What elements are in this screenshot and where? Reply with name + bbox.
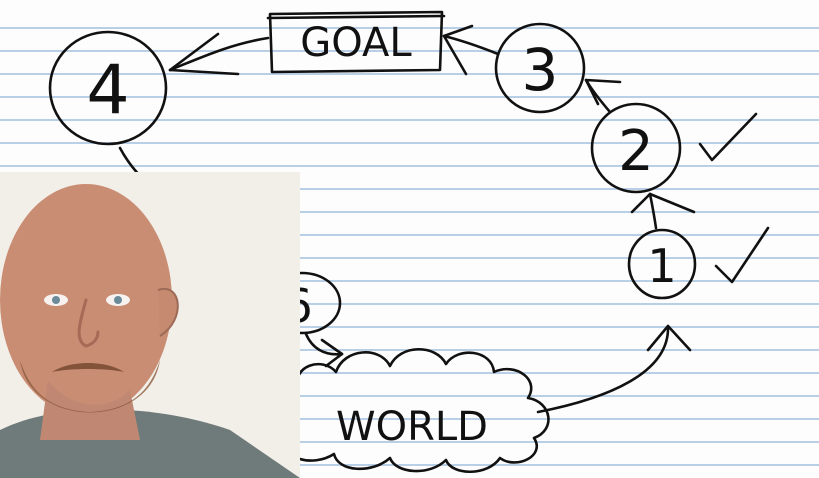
node-4: 4 [48, 30, 168, 146]
checkmark-node-2 [698, 112, 758, 162]
world-label: WORLD [336, 404, 488, 450]
presenter-mustache [52, 363, 124, 372]
node-2: 2 [590, 102, 682, 194]
node-3-label: 3 [522, 36, 559, 104]
arrow-goal-to-4 [168, 32, 270, 76]
arrow-2-to-3 [584, 78, 622, 114]
arrow-world-to-1 [536, 324, 692, 414]
world-cloud: WORLD [274, 347, 550, 473]
node-1: 1 [627, 228, 697, 300]
presenter-video-overlay [0, 172, 300, 478]
arrow-3-to-goal [442, 24, 500, 76]
presenter-ear [157, 287, 179, 337]
checkmark-node-1 [714, 226, 770, 284]
node-1-label: 1 [647, 239, 676, 293]
node-3: 3 [494, 22, 586, 114]
arrow-1-to-2 [630, 192, 696, 230]
presenter-nose [77, 298, 100, 348]
goal-label: GOAL [300, 20, 412, 66]
node-4-label: 4 [86, 51, 129, 130]
node-2-label: 2 [618, 119, 654, 184]
left-iris-icon [52, 296, 60, 304]
presenter-neck [40, 380, 140, 440]
right-iris-icon [114, 296, 122, 304]
goal-box: GOAL [266, 10, 446, 74]
arrow-6-to-world [304, 332, 344, 368]
